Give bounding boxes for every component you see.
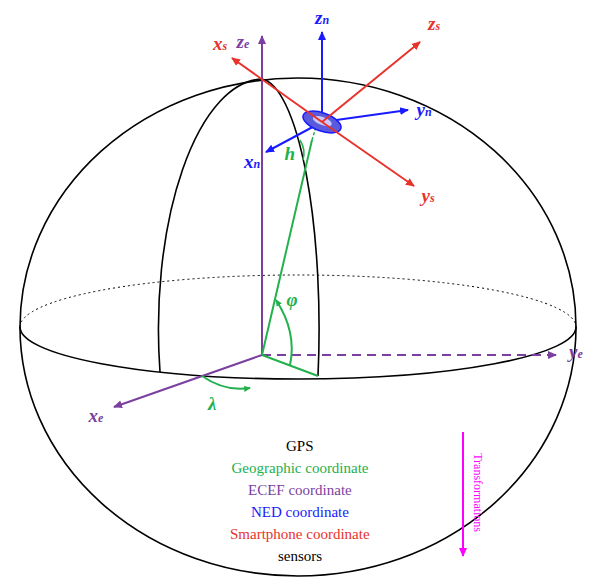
axis-label: xs [213,34,227,55]
frame-caption: GPS [286,438,314,455]
axis-label: zs [428,14,440,35]
axis-label: xn [244,152,260,173]
axis-label: zn [315,8,329,29]
axis-label: yn [417,100,432,121]
frame-caption: NED coordinate [251,504,349,521]
height-label: h [285,144,296,165]
frame-caption: Geographic coordinate [232,460,369,477]
transform-label: Transformations [470,453,483,532]
axis-label: ys [422,186,435,207]
axis-label: ye [569,342,583,363]
frame-caption: Smartphone coordinate [230,526,370,543]
angle-label: λ [208,394,216,415]
angle-label: φ [287,290,298,311]
axis-label: ze [237,32,250,53]
axis-label: xe [89,406,104,427]
frame-caption: sensors [278,548,322,565]
frame-caption: ECEF coordinate [248,482,352,499]
